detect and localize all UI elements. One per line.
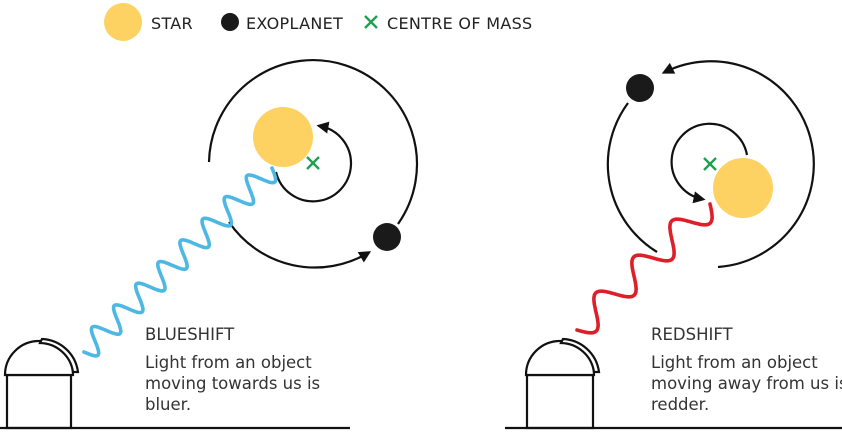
redshift-line-2: moving away from us is	[651, 374, 842, 393]
legend-centre-of-mass-label: CENTRE OF MASS	[387, 14, 532, 33]
centre-of-mass-legend-icon	[364, 15, 378, 29]
legend-exoplanet-label: EXOPLANET	[246, 14, 343, 33]
legend: STAR EXOPLANET CENTRE OF MASS	[104, 3, 532, 41]
exoplanet-legend-icon	[221, 13, 239, 31]
star	[253, 107, 313, 167]
star-orbit-arrow	[274, 121, 353, 203]
star-orbit-arrow	[670, 122, 749, 204]
exoplanet	[373, 223, 401, 251]
planet-orbit-arc	[207, 59, 419, 225]
star-legend-icon	[104, 3, 142, 41]
planet-orbit-arc	[606, 102, 658, 253]
redshift-title: REDSHIFT	[651, 325, 734, 344]
planet-orbit-arrow	[228, 221, 372, 269]
observatory-icon	[3, 337, 80, 430]
planet-orbit-arrow	[661, 60, 815, 269]
centre-of-mass-marker	[306, 156, 320, 170]
blueshift-line-3: bluer.	[145, 395, 191, 414]
redshift-panel: REDSHIFT Light from an object moving awa…	[505, 60, 842, 430]
red-light-wave	[575, 202, 714, 335]
redshift-line-1: Light from an object	[651, 353, 818, 372]
exoplanet	[626, 74, 654, 102]
centre-of-mass-marker	[703, 157, 717, 171]
redshift-line-3: redder.	[651, 395, 709, 414]
blueshift-title: BLUESHIFT	[145, 325, 235, 344]
blueshift-line-1: Light from an object	[145, 353, 312, 372]
star	[713, 158, 773, 218]
blueshift-line-2: moving towards us is	[145, 374, 320, 393]
observatory-icon	[524, 337, 601, 430]
legend-star-label: STAR	[151, 14, 193, 33]
blueshift-panel: BLUESHIFT Light from an object moving to…	[0, 59, 419, 430]
blue-light-wave	[82, 166, 278, 358]
